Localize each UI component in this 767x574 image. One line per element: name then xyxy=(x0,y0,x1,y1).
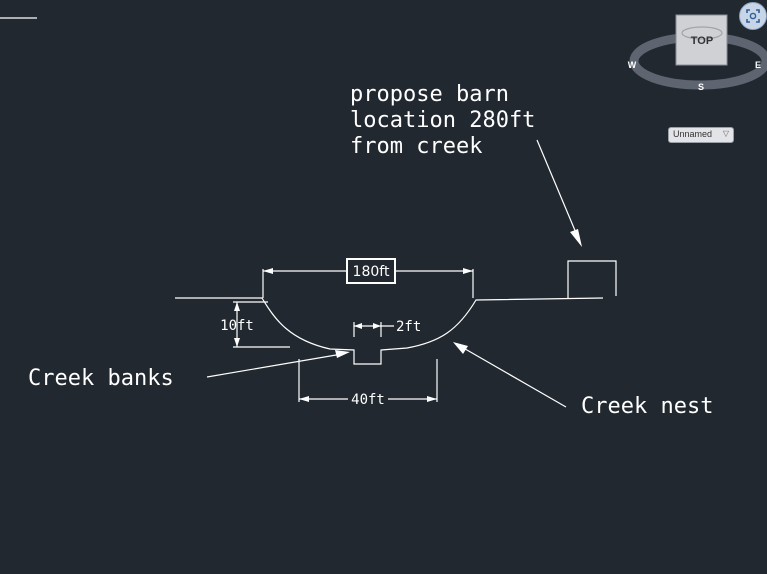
dimension-label-180ft: 180ft xyxy=(353,264,390,280)
dimension-2ft: 2ft xyxy=(353,319,421,337)
creek-nest-leader xyxy=(459,345,567,408)
barn-note-line2: location 280ft xyxy=(350,108,535,133)
viewcube[interactable]: TOP W E S xyxy=(628,14,767,92)
viewcube-top-face[interactable] xyxy=(675,14,728,66)
creek-profile xyxy=(175,297,604,365)
barn-leader-line xyxy=(536,139,580,241)
barn-leader-arrow xyxy=(570,229,582,247)
dimension-180ft: 180ft xyxy=(262,258,474,298)
dimension-10ft: 10ft xyxy=(220,301,290,348)
barn-note: propose barn location 280ft from creek xyxy=(350,82,535,159)
dimension-label-10ft: 10ft xyxy=(220,318,254,334)
creek-nest-label: Creek nest xyxy=(581,394,713,419)
creek-banks-label: Creek banks xyxy=(28,366,174,391)
creek-nest-arrow xyxy=(453,342,468,354)
dimension-label-2ft: 2ft xyxy=(396,319,421,335)
chevron-down-icon: ▽ xyxy=(722,129,729,138)
viewcube-face-label: TOP xyxy=(691,35,713,47)
zoom-extents-icon xyxy=(746,9,760,23)
named-view-value: Unnamed xyxy=(673,129,713,139)
creek-banks-leader xyxy=(206,353,343,378)
dimension-label-40ft: 40ft xyxy=(351,392,385,408)
zoom-extents-button[interactable] xyxy=(739,2,767,30)
dimension-40ft: 40ft xyxy=(298,359,438,408)
creek-banks-arrow xyxy=(335,350,350,358)
barn-note-line1: propose barn xyxy=(350,82,509,107)
compass-south[interactable]: S xyxy=(698,82,704,92)
compass-west[interactable]: W xyxy=(628,60,637,70)
barn-outline xyxy=(567,260,617,298)
compass-east[interactable]: E xyxy=(755,60,761,70)
barn-note-line3: from creek xyxy=(350,134,482,159)
named-view-dropdown[interactable]: Unnamed ▽ xyxy=(668,127,734,143)
